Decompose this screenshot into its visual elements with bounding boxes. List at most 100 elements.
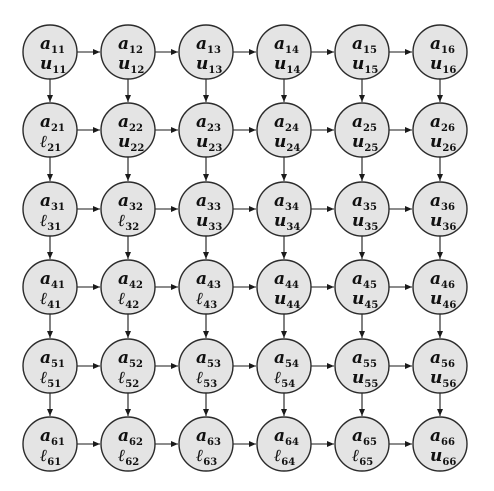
node-bottom-subscript: 35 [364, 222, 378, 233]
node-bottom-label: ℓ65 [352, 446, 373, 468]
node-top-symbol: a [352, 34, 363, 54]
node-circle [256, 102, 312, 158]
node-top-subscript: 14 [285, 45, 299, 56]
node-circle [412, 24, 468, 80]
node-bottom-symbol: u [274, 132, 286, 152]
node-bottom-label: u24 [274, 132, 300, 154]
node-bottom-subscript: 22 [130, 143, 144, 154]
node-top-symbol: a [274, 191, 285, 211]
node-bottom-subscript: 53 [203, 379, 217, 390]
node-bottom-label: ℓ54 [274, 368, 295, 390]
node-bottom-label: ℓ43 [196, 289, 217, 311]
node-bottom-symbol: ℓ [274, 446, 281, 466]
node-bottom-label: ℓ21 [40, 132, 61, 154]
node-circle [412, 102, 468, 158]
node-top-subscript: 42 [129, 280, 143, 291]
node-bottom-subscript: 52 [125, 379, 139, 390]
node-bottom-symbol: ℓ [118, 211, 125, 231]
node-bottom-symbol: u [430, 54, 442, 74]
node-bottom-subscript: 41 [47, 300, 61, 311]
node-top-label: a14 [274, 34, 299, 56]
node-top-subscript: 33 [207, 202, 221, 213]
node-bottom-label: u22 [118, 132, 144, 154]
node-top-symbol: a [430, 191, 441, 211]
node-top-label: a16 [430, 34, 455, 56]
node-bottom-symbol: u [430, 211, 442, 231]
node-bottom-symbol: u [196, 211, 208, 231]
node-bottom-subscript: 55 [364, 379, 378, 390]
node-bottom-subscript: 65 [359, 457, 373, 468]
node-bottom-label: u16 [430, 54, 456, 76]
node-top-symbol: a [118, 112, 129, 132]
node-bottom-subscript: 44 [286, 300, 300, 311]
node-bottom-label: u45 [352, 289, 378, 311]
node-top-subscript: 31 [51, 202, 65, 213]
node-bottom-subscript: 43 [203, 300, 217, 311]
node-bottom-subscript: 25 [364, 143, 378, 154]
node-top-label: a42 [118, 269, 143, 291]
node-bottom-subscript: 23 [208, 143, 222, 154]
node-bottom-symbol: u [274, 54, 286, 74]
node-bottom-subscript: 21 [47, 143, 61, 154]
node-top-symbol: a [118, 191, 129, 211]
node-circle [22, 338, 78, 394]
node-bottom-label: ℓ41 [40, 289, 61, 311]
node-top-label: a62 [118, 426, 143, 448]
node-circle [334, 102, 390, 158]
node-circle [256, 416, 312, 472]
node-circle [412, 181, 468, 237]
node-bottom-subscript: 51 [47, 379, 61, 390]
node-circle [256, 338, 312, 394]
node-bottom-label: u23 [196, 132, 222, 154]
node-top-label: a43 [196, 269, 221, 291]
node-circle [178, 259, 234, 315]
node-bottom-subscript: 63 [203, 457, 217, 468]
node-top-subscript: 62 [129, 437, 143, 448]
node-top-label: a52 [118, 348, 143, 370]
node-bottom-subscript: 11 [52, 65, 66, 76]
node-top-label: a23 [196, 112, 221, 134]
node-circle [22, 102, 78, 158]
node-bottom-subscript: 32 [125, 222, 139, 233]
node-top-label: a11 [40, 34, 65, 56]
node-bottom-label: u33 [196, 211, 222, 233]
node-top-subscript: 66 [441, 437, 455, 448]
node-bottom-subscript: 66 [442, 457, 456, 468]
node-top-subscript: 53 [207, 359, 221, 370]
node-bottom-subscript: 56 [442, 379, 456, 390]
node-bottom-symbol: u [118, 54, 130, 74]
node-bottom-subscript: 36 [442, 222, 456, 233]
node-top-symbol: a [118, 348, 129, 368]
edges-layer [47, 49, 443, 447]
node-bottom-symbol: u [196, 54, 208, 74]
node-top-symbol: a [118, 34, 129, 54]
node-bottom-symbol: u [274, 289, 286, 309]
node-top-subscript: 55 [363, 359, 377, 370]
node-bottom-subscript: 46 [442, 300, 456, 311]
node-top-label: a55 [352, 348, 377, 370]
node-top-label: a41 [40, 269, 65, 291]
node-top-subscript: 64 [285, 437, 299, 448]
node-top-subscript: 63 [207, 437, 221, 448]
node-bottom-symbol: ℓ [196, 289, 203, 309]
nodes-layer: a11u11a12u12a13u13a14u14a15u15a16u16a21ℓ… [22, 24, 468, 472]
node-top-label: a33 [196, 191, 221, 213]
node-top-subscript: 51 [51, 359, 65, 370]
node-top-subscript: 65 [363, 437, 377, 448]
node-top-label: a65 [352, 426, 377, 448]
node-circle [178, 24, 234, 80]
node-top-symbol: a [196, 112, 207, 132]
node-bottom-label: ℓ64 [274, 446, 295, 468]
node-bottom-label: u14 [274, 54, 300, 76]
